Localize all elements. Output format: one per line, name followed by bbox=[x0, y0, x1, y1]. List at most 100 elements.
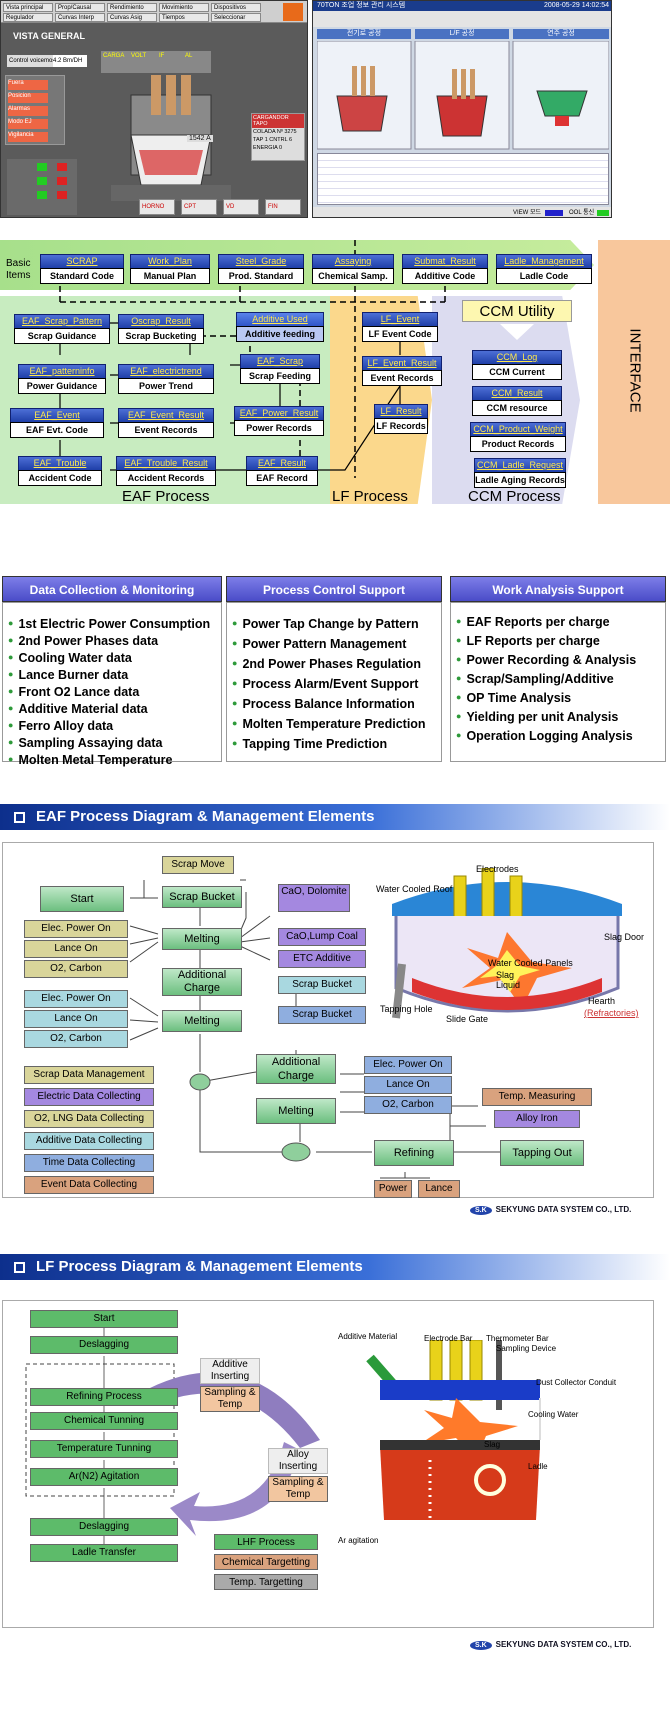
mini-label-0: CARGA bbox=[103, 53, 125, 59]
lf-ladle-illustration bbox=[366, 1340, 541, 1520]
toolbar-btn-9[interactable]: Seleccionar bbox=[211, 13, 261, 22]
fin-button[interactable]: FIN bbox=[265, 199, 301, 215]
basic-name-scrap: Standard Code bbox=[40, 268, 124, 284]
label-slag-lf: Slag bbox=[484, 1440, 501, 1449]
horno-button[interactable]: HORNO bbox=[139, 199, 175, 215]
eaf-code-2: Additive Used bbox=[236, 312, 324, 327]
side-label-1: Posicion bbox=[8, 93, 48, 103]
toolbar-btn-3[interactable]: Movimiento bbox=[159, 3, 209, 12]
feature-0-item-6: Ferro Alloy data bbox=[8, 719, 113, 733]
eaf-name-7: Event Records bbox=[118, 422, 214, 438]
toolbar-btn-1[interactable]: Prop/Causal bbox=[55, 3, 105, 12]
eaf-input-a-1: Lance On bbox=[24, 940, 128, 958]
feature-2-item-3: Scrap/Sampling/Additive bbox=[456, 672, 613, 686]
left-hmi-screen: Vista principal Prop/Causal Rendimiento … bbox=[0, 0, 308, 218]
lf-name-1: Event Records bbox=[362, 370, 442, 386]
basic-code-ladle: Ladle_Management bbox=[496, 254, 592, 269]
mini-label-3: AL bbox=[185, 53, 193, 59]
eaf-alloy-iron: Alloy Iron bbox=[494, 1110, 580, 1128]
lf-step-3: Chemical Tunning bbox=[30, 1412, 178, 1430]
tab-eaf[interactable]: 전기로 공정 bbox=[317, 29, 411, 39]
toolbar-btn-7[interactable]: Curvas Asig bbox=[107, 13, 157, 22]
feature-0-item-3: Lance Burner data bbox=[8, 668, 128, 682]
lf-cycle-0: Additive Inserting bbox=[200, 1358, 260, 1384]
right-screen-title: 70TON 조업 정보 관리 시스템 bbox=[317, 2, 406, 9]
feature-2-item-4: OP Time Analysis bbox=[456, 691, 571, 705]
toolbar-btn-8[interactable]: Tiempos bbox=[159, 13, 209, 22]
eaf-input-b-0: Elec. Power On bbox=[24, 990, 128, 1008]
feature-0-item-8-text: Molten Metal Temperature bbox=[18, 753, 173, 767]
eaf-code-10: EAF_Trouble_Result bbox=[116, 456, 216, 471]
basic-code-assaying: Assaying bbox=[312, 254, 394, 269]
eaf-start: Start bbox=[40, 886, 124, 912]
basic-name-ladle: Ladle Code bbox=[496, 268, 592, 284]
tab-lf[interactable]: L/F 공정 bbox=[415, 29, 509, 39]
info-row-2: ENERGIA 0 bbox=[253, 145, 283, 151]
eaf-name-11: EAF Record bbox=[246, 470, 318, 486]
label-thermometer-bar: Thermometer Bar bbox=[486, 1334, 549, 1343]
cpt-button[interactable]: CPT bbox=[181, 199, 217, 215]
feature-head-1: Process Control Support bbox=[226, 576, 442, 602]
feature-0-item-4: Front O2 Lance data bbox=[8, 685, 139, 699]
eaf-scrap-bucket: Scrap Bucket bbox=[162, 886, 242, 908]
lf-code-2: LF_Result bbox=[374, 404, 428, 419]
label-slag-door: Slag Door bbox=[604, 932, 645, 942]
feature-0-item-3-text: Lance Burner data bbox=[18, 668, 129, 682]
eaf-name-3: Power Guidance bbox=[18, 378, 106, 394]
label-water-cooled-roof: Water Cooled Roof bbox=[376, 884, 453, 894]
label-electrode-bar: Electrode Bar bbox=[424, 1334, 473, 1343]
lf-step-7: Ladle Transfer bbox=[30, 1544, 178, 1562]
eaf-additional-charge-1: Additional Charge bbox=[162, 968, 242, 996]
eaf-melting-2: Melting bbox=[162, 1010, 242, 1032]
lf-step-0: Start bbox=[30, 1310, 178, 1328]
status-indicators bbox=[7, 159, 77, 215]
banner-square-icon-2 bbox=[14, 1262, 25, 1273]
feature-1-item-3: Process Alarm/Event Support bbox=[232, 677, 418, 691]
label-cooling-water: Cooling Water bbox=[528, 1410, 579, 1419]
company-logo-icon: S.K bbox=[470, 1206, 492, 1215]
ccm-name-3: Ladle Aging Records bbox=[474, 472, 566, 488]
feature-1-item-2: 2nd Power Phases Regulation bbox=[232, 657, 421, 671]
lf-cycle-1: Sampling & Temp bbox=[200, 1386, 260, 1412]
brand-logo-icon bbox=[283, 3, 303, 21]
eaf-tapping-out: Tapping Out bbox=[500, 1140, 584, 1166]
feature-2-item-5: Yielding per unit Analysis bbox=[456, 710, 618, 724]
eaf-additional-charge-2: Additional Charge bbox=[256, 1054, 336, 1084]
right-datetime: 2008-05-29 14:02:54 bbox=[544, 2, 609, 9]
vd-button[interactable]: VD bbox=[223, 199, 259, 215]
feature-0-item-1-text: 2nd Power Phases data bbox=[18, 634, 159, 648]
eaf-flow-connectors bbox=[129, 879, 500, 1179]
eaf-name-0: Scrap Guidance bbox=[14, 328, 110, 344]
eaf-scrap-move: Scrap Move bbox=[162, 856, 234, 874]
toolbar-btn-2[interactable]: Rendimiento bbox=[107, 3, 157, 12]
feature-1-item-0-text: Power Tap Change by Pattern bbox=[242, 617, 419, 631]
lf-step-6: Deslagging bbox=[30, 1518, 178, 1536]
eaf-input-a-0: Elec. Power On bbox=[24, 920, 128, 938]
label-tapping-hole: Tapping Hole bbox=[380, 1004, 433, 1014]
eaf-cao-coal: CaO,Lump Coal bbox=[278, 928, 366, 946]
mini-label-2: IF bbox=[159, 53, 165, 59]
lf-cycle-2: Alloy Inserting bbox=[268, 1448, 328, 1474]
basic-code-steelgrade: Steel_Grade bbox=[218, 254, 304, 269]
feature-0-item-2-text: Cooling Water data bbox=[18, 651, 132, 665]
toolbar-btn-4[interactable]: Dispositivos bbox=[211, 3, 261, 12]
tab-ccm[interactable]: 연주 공정 bbox=[513, 29, 609, 39]
info-panel: CARGANDOR TAPO COLADA Nº 3275 TAP 1 CNTR… bbox=[251, 113, 305, 161]
right-titlebar: 70TON 조업 정보 관리 시스템 2008-05-29 14:02:54 bbox=[313, 1, 611, 11]
feature-1-item-3-text: Process Alarm/Event Support bbox=[242, 677, 419, 691]
left-toolbar: Vista principal Prop/Causal Rendimiento … bbox=[1, 1, 307, 23]
toolbar-btn-0[interactable]: Vista principal bbox=[3, 3, 53, 12]
toolbar-btn-5[interactable]: Regulador bbox=[3, 13, 53, 22]
feature-0-item-5: Additive Material data bbox=[8, 702, 147, 716]
eaf-code-0: EAF_Scrap_Pattern bbox=[14, 314, 110, 329]
footer-ool: OOL 통신 bbox=[569, 210, 595, 216]
feature-0-item-0: 1st Electric Power Consumption bbox=[8, 617, 210, 631]
banner-square-icon bbox=[14, 812, 25, 823]
lf-step-1: Deslagging bbox=[30, 1336, 178, 1354]
lf-cycle-graphic bbox=[25, 1328, 320, 1544]
eaf-code-3: EAF_patterninfo bbox=[18, 364, 106, 379]
basic-items-label: Basic Items bbox=[6, 258, 31, 281]
data-grid bbox=[317, 153, 609, 205]
toolbar-btn-6[interactable]: Curvas Interp bbox=[55, 13, 105, 22]
interface-panel bbox=[598, 240, 670, 504]
